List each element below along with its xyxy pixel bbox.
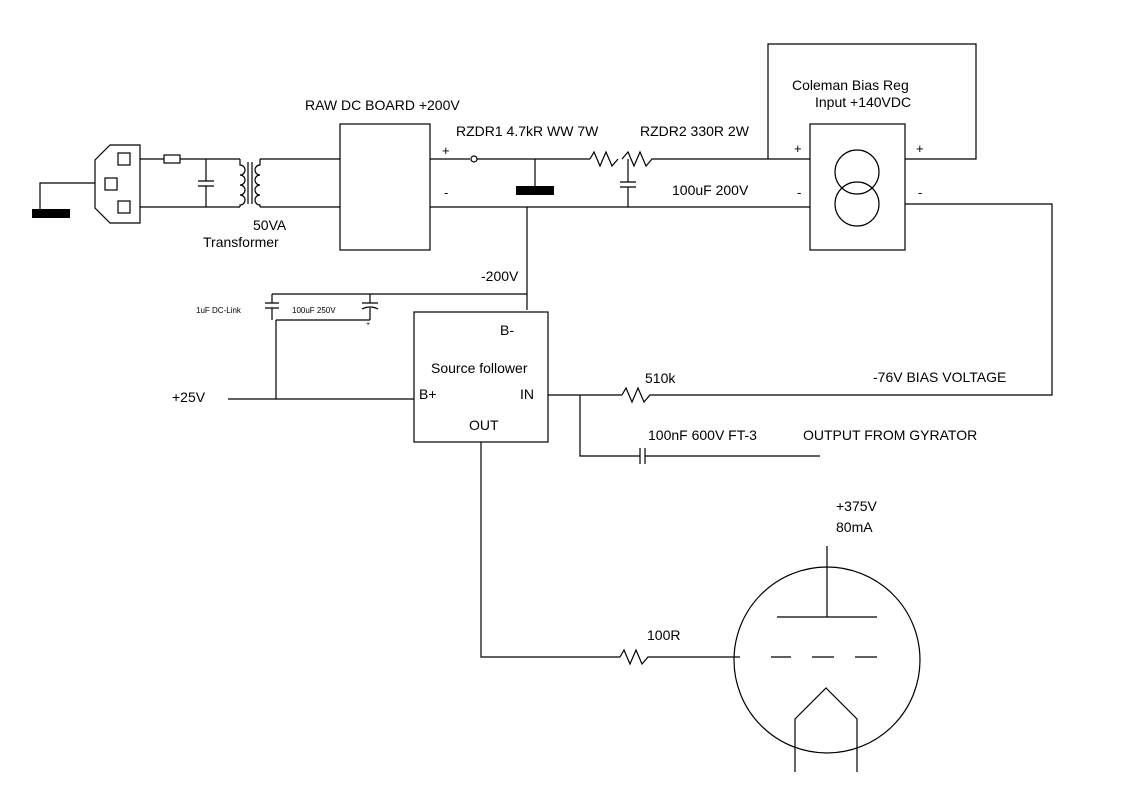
raw-dc-board-label: RAW DC BOARD +200V — [305, 97, 460, 113]
dc-link-label: 1uF DC-Link — [196, 306, 242, 315]
capacitor-100uf-250v-label: 100uF 250V — [292, 306, 336, 315]
capacitor-100nf-symbol — [639, 448, 646, 464]
ground-bar-symbol — [516, 186, 554, 195]
resistor-510k-label: 510k — [645, 370, 676, 386]
resistor-100r-symbol — [619, 648, 660, 666]
transformer-symbol — [239, 158, 340, 208]
current-80ma-label: 80mA — [836, 519, 873, 535]
mains-filter-capacitor — [198, 159, 214, 207]
tube-heater — [794, 687, 858, 772]
reg-out-minus-label: - — [918, 185, 922, 200]
fuse-symbol — [163, 154, 181, 164]
svg-text:+: + — [366, 321, 370, 328]
positive-rail — [430, 43, 977, 168]
coleman-reg-label-line1: Coleman Bias Reg — [792, 77, 909, 93]
resistor-510k-symbol — [621, 386, 652, 404]
minus-200v-label: -200V — [481, 268, 519, 284]
bias-voltage-label: -76V BIAS VOLTAGE — [873, 369, 1006, 385]
raw-dc-minus-label: - — [444, 185, 448, 200]
b-minus-label: B- — [500, 322, 514, 338]
coleman-bias-reg-box — [809, 123, 906, 251]
rzdr2-label: RZDR2 330R 2W — [640, 123, 750, 139]
reg-in-minus-label: - — [797, 185, 801, 200]
earth-ground-symbol — [32, 209, 70, 218]
plus-25v-label: +25V — [172, 389, 206, 405]
b-plus-label: B+ — [419, 386, 437, 402]
transformer-name-label: Transformer — [203, 234, 279, 250]
coleman-reg-label-line2: Input +140VDC — [815, 94, 911, 110]
rzdr1-terminal — [470, 155, 478, 163]
output-from-gyrator-label: OUTPUT FROM GYRATOR — [803, 427, 977, 443]
regulator-circle-top — [834, 149, 880, 195]
regulator-circle-bottom — [834, 181, 880, 227]
triode-tube-symbol — [733, 546, 921, 772]
plus-375v-label: +375V — [836, 498, 878, 514]
rzdr2-resistor-symbol — [621, 150, 666, 168]
out-label: OUT — [469, 417, 499, 433]
reg-in-plus-label: + — [794, 141, 802, 156]
raw-dc-board-box — [339, 123, 431, 251]
bias-voltage-wire — [652, 203, 1053, 396]
in-label: IN — [520, 386, 534, 402]
raw-dc-plus-label: + — [442, 143, 450, 158]
mains-inlet — [32, 144, 240, 224]
capacitor-100uf-200v-symbol — [620, 159, 636, 207]
resistor-100r-label: 100R — [647, 627, 680, 643]
capacitor-1uf-dc-link-symbol — [265, 294, 279, 320]
reg-out-plus-label: + — [916, 141, 924, 156]
capacitor-100uf-200v-label: 100uF 200V — [672, 182, 749, 198]
rzdr1-label: RZDR1 4.7kR WW 7W — [456, 123, 599, 139]
transformer-va-label: 50VA — [253, 217, 287, 233]
rzdr1-resistor-symbol — [589, 150, 619, 168]
source-follower-label: Source follower — [431, 360, 528, 376]
capacitor-100uf-250v-symbol: + — [361, 294, 379, 328]
capacitor-100nf-label: 100nF 600V FT-3 — [648, 427, 757, 443]
